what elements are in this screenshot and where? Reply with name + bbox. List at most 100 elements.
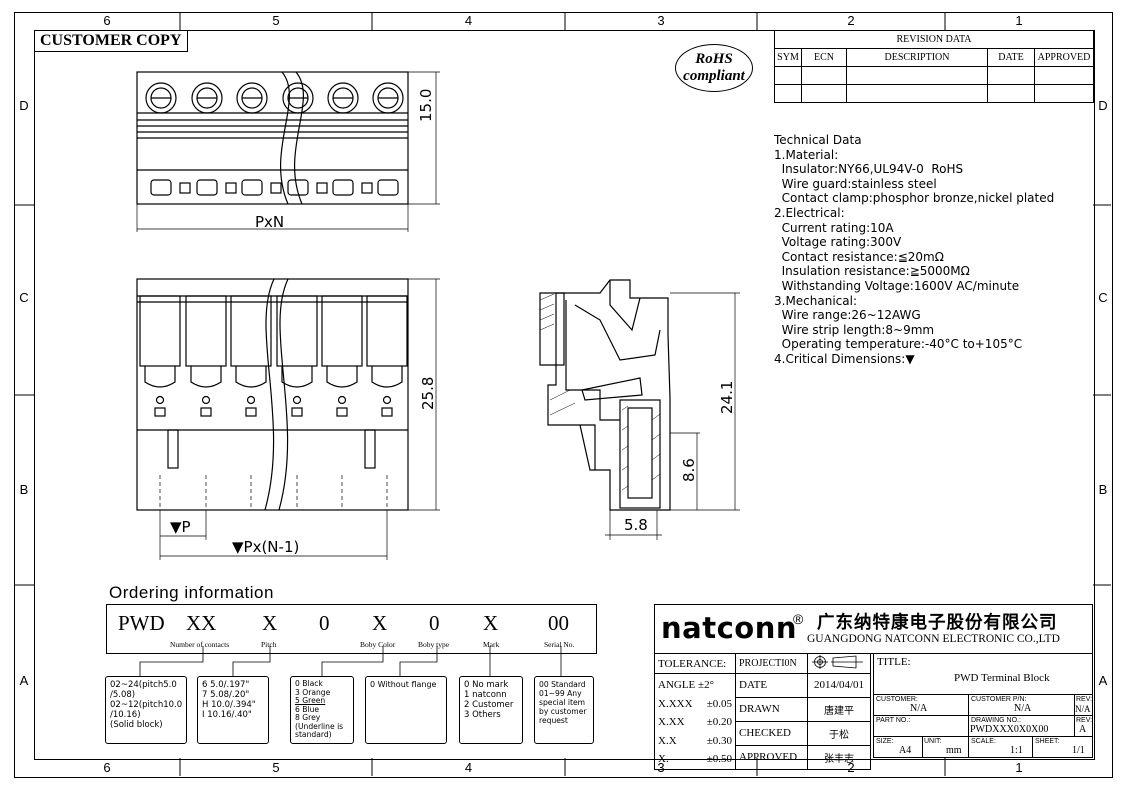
tech-data-line: 3.Mechanical: [774, 293, 858, 308]
option-mark: 0 No mark 1 natconn 2 Customer 3 Others [459, 676, 523, 744]
ordering-title: Ordering information [109, 583, 274, 602]
revision-row [774, 66, 1094, 85]
tolerance-row: X. ±0.50 [658, 750, 732, 769]
side-view [539, 279, 740, 540]
code-zero-1: 0 [319, 611, 330, 635]
title-block-left: TOLERANCE: PROJECTI0N ANGLE ±2° X.XXX ±0… [654, 653, 871, 770]
zone-d-right: D [1098, 98, 1108, 113]
rev-label-2: REV: [1076, 717, 1093, 724]
title-label: TITLE: [877, 656, 911, 668]
label-type: Boby type [418, 640, 450, 649]
customer-pn-label: CUSTOMER P/N: [971, 696, 1027, 703]
dim-side-width: 5.8 [624, 516, 648, 534]
wire-holes [150, 179, 399, 196]
option-line: I 10.16/.40" [202, 710, 252, 720]
option-line: 00 Standard [539, 680, 586, 689]
brand-logo: natconn [661, 611, 797, 645]
option-line: (Solid block) [110, 720, 163, 730]
tech-data-line: 4.Critical Dimensions:▼ [774, 351, 915, 366]
size-label: SIZE: [876, 738, 894, 745]
zone-6-top: 6 [103, 13, 111, 28]
tolerance-value: ±0.30 [706, 734, 732, 747]
zone-3-top: 3 [657, 13, 665, 28]
customer-value: N/A [910, 703, 928, 714]
option-line: 02~24(pitch5.0 [110, 680, 177, 690]
zone-2-top: 2 [847, 13, 855, 28]
part-no-label: PART NO.: [876, 717, 911, 724]
tolerance-key: X.XXX [658, 697, 693, 710]
projection-symbol [807, 653, 871, 674]
date-label: DATE [735, 673, 808, 698]
zone-1-top: 1 [1015, 13, 1023, 28]
code-pwd: PWD [118, 611, 165, 635]
zone-4-bottom: 4 [464, 760, 473, 775]
option-line: 3 Others [464, 710, 501, 720]
checked-value: 于松 [807, 720, 871, 746]
zone-1-bottom: 1 [1015, 760, 1023, 775]
option-line: 2 Customer [464, 700, 514, 710]
tolerance-value: ±0.20 [706, 716, 732, 728]
option-line: 3 Orange [295, 687, 331, 697]
drawing-title: PWD Terminal Block [954, 672, 1050, 684]
tech-data-line: Insulation resistance:≧5000MΩ [774, 264, 970, 279]
tech-data-line: 2.Electrical: [774, 205, 845, 220]
option-line: 0 No mark [464, 680, 509, 690]
tech-data-line: Current rating:10A [774, 220, 894, 235]
company-name-cn: 广东纳特康电子股份有限公司 [817, 613, 1058, 633]
tolerance-value: ±2° [698, 679, 714, 691]
projection-label: PROJECTI0N [735, 653, 808, 674]
drawing-no-label: DRAWING NO.: [971, 717, 1021, 724]
zone-b-right: B [1098, 482, 1108, 497]
tech-data-line: Contact resistance:≦20mΩ [774, 249, 944, 264]
tolerance-label: TOLERANCE: [654, 653, 736, 674]
size-value: A4 [899, 745, 912, 756]
third-angle-projection-icon [812, 655, 863, 669]
revision-table: REVISION DATA SYM ECN DESCRIPTION DATE A… [774, 30, 1094, 103]
option-color: 0 Black 3 Orange 5 Green 6 Blue 8 Grey (… [290, 676, 354, 744]
tolerance-key: X.XX [658, 716, 685, 728]
tolerance-row: X.X ±0.30 [658, 732, 732, 751]
approved-label: APPROVED [735, 744, 808, 770]
zone-c-left: C [19, 290, 29, 305]
option-line-standard: 5 Green [295, 696, 326, 705]
tech-data-line: Insulator:NY66,UL94V-0 RoHS [774, 162, 964, 177]
tolerance-row: ANGLE ±2° [658, 676, 732, 695]
customer-pn-value: N/A [1014, 703, 1032, 714]
zone-5-top: 5 [272, 13, 280, 28]
zone-c-right: C [1098, 290, 1108, 305]
option-line: 7 5.08/.20" [202, 690, 250, 700]
code-pitch: X [262, 611, 278, 635]
tech-data-line: Technical Data [774, 133, 862, 147]
dim-pxn: PxN [255, 213, 285, 231]
brand-registered: ® [793, 611, 804, 627]
tech-data-line: 1.Material: [774, 147, 839, 162]
title-block-right: TITLE: PWD Terminal Block CUSTOMER: N/A … [873, 653, 1093, 758]
customer-copy-label: CUSTOMER COPY [34, 30, 188, 52]
tolerance-key: ANGLE [658, 679, 696, 691]
tech-data-line: Wire range:26~12AWG [774, 308, 921, 323]
revision-row [774, 84, 1094, 103]
option-line: 0 Without flange [370, 680, 437, 689]
zone-d-left: D [19, 98, 29, 113]
dim-pitch-total: ▼Px(N-1) [232, 538, 300, 556]
ordering-code-box [106, 604, 597, 654]
scale-label: SCALE: [971, 738, 996, 745]
option-line: 02~12(pitch10.0 [110, 700, 183, 710]
rohs-line1: RoHS [695, 51, 733, 67]
dim-pitch: ▼P [170, 518, 191, 536]
sheet-label: SHEET: [1035, 738, 1060, 745]
tolerance-value: ±0.50 [706, 753, 732, 765]
option-line: 8 Grey [295, 713, 321, 722]
zone-5-bottom: 5 [272, 760, 280, 775]
option-line: standard) [295, 730, 332, 739]
zone-b-left: B [19, 482, 29, 497]
zone-a-right: A [1098, 673, 1108, 688]
option-line: 01~99 Any [539, 689, 582, 698]
zone-a-left: A [19, 673, 29, 688]
rev-label-1: REV: [1076, 696, 1093, 703]
option-line: 6 Blue [295, 704, 320, 714]
tolerance-value: ±0.05 [706, 697, 732, 710]
rev-value-1: N/A [1075, 704, 1091, 714]
